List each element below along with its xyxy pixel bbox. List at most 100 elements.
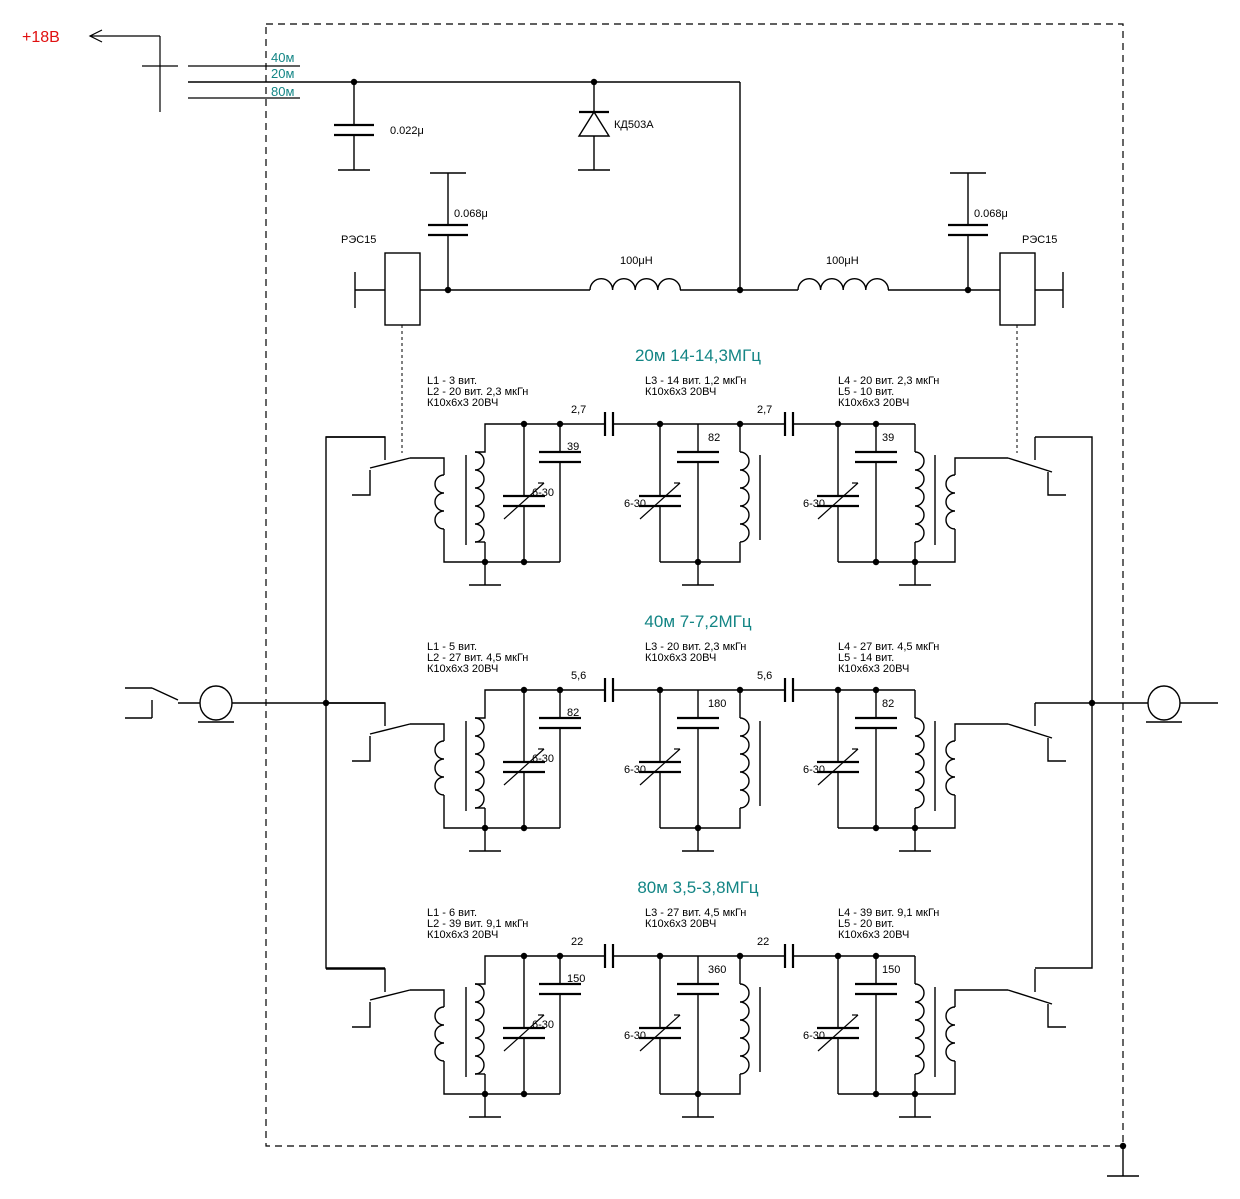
resonator-top [475,955,605,985]
winding-note: К10х6х3 20ВЧ [427,929,498,941]
coil-l1-icon [434,1006,445,1062]
switch-contact-icon [1007,457,1053,473]
junction-dot [736,420,744,428]
l5-lead [954,457,975,475]
winding-note: К10х6х3 20ВЧ [838,929,909,941]
output-connector-icon [1147,685,1181,721]
trim-right-arrow-icon [817,748,859,786]
junction-dot [350,78,358,86]
series-cap-left-value: 2,7 [571,404,586,416]
choke-right-value: 100μH [826,255,859,267]
diode-icon [577,110,611,137]
junction-dot [834,686,842,694]
ground-return [915,529,956,563]
junction-dot [556,952,564,960]
ground-return [660,1074,741,1095]
switch-ground-contact [1047,738,1066,762]
switch-common [326,436,386,460]
cap-left-value: 0.068μ [454,208,488,220]
band-title: 20м 14-14,3МГц [635,346,761,365]
switch-ground-contact [1047,472,1066,496]
choke-right-icon [797,278,890,291]
series-cap-left-value: 5,6 [571,670,586,682]
junction-dot [481,824,489,832]
series-cap-right-value: 5,6 [757,670,772,682]
winding-note: L1 - 6 вит. [427,907,477,919]
choke-left-value: 100μH [620,255,653,267]
junction-dot [834,952,842,960]
trim-right-value: 6-30 [803,498,825,510]
junction-dot [1119,1142,1127,1150]
trim-left-arrow-icon [503,1014,545,1052]
cap-mid-value: 180 [708,698,726,710]
relay-right-coil-icon [999,252,1036,326]
junction-dot [872,558,880,566]
junction-dot [322,699,330,707]
junction-dot [520,686,528,694]
trim-mid-value: 6-30 [624,1030,646,1042]
coil-l3-icon [739,983,750,1075]
switch-contact-icon [369,457,411,469]
coil-l2-icon [474,717,485,809]
winding-note: L1 - 3 вит. [427,375,477,387]
junction-dot [520,558,528,566]
l1-lead [438,723,445,741]
series-cap-right-value: 22 [757,936,769,948]
cap-right-value: 82 [882,698,894,710]
junction-dot [872,952,880,960]
junction-dot [736,286,744,294]
junction-dot [520,952,528,960]
ground-return [915,1061,956,1095]
relay-left-label: РЭС15 [341,234,376,246]
winding-note: К10х6х3 20ВЧ [838,397,909,409]
coil-l5-icon [945,474,956,530]
trim-right-value: 6-30 [803,1030,825,1042]
trim-right-arrow-icon [817,1014,859,1052]
ground-return [443,529,560,563]
junction-dot [656,420,664,428]
module-boundary [265,23,1124,1147]
switch-contact-icon [369,723,411,735]
coil-l4-icon [914,717,925,809]
resonator-top [475,423,605,453]
tap-label-20: 20м [271,66,294,81]
switch-ground-contact [352,1002,371,1028]
switch-ground-contact [352,470,371,496]
winding-note: L4 - 20 вит. 2,3 мкГн [838,375,939,387]
l1-lead [438,989,445,1007]
ground-return [443,1061,560,1095]
junction-dot [911,824,919,832]
cap-mid-value: 82 [708,432,720,444]
cap-right-value: 150 [882,964,900,976]
cap-left-value: 82 [567,707,579,719]
tap-label-80: 80м [271,84,294,99]
supply-connector: +18В 40м 20м 80м [22,29,740,112]
cap-left-value: 39 [567,441,579,453]
junction-dot [556,686,564,694]
junction-dot [694,558,702,566]
winding-note: L3 - 27 вит. 4,5 мкГн [645,907,746,919]
cap-left-value: 150 [567,973,585,985]
switch-ground-contact [1047,1004,1066,1028]
supply-arrow-icon [88,29,103,43]
junction-dots [322,78,1127,1150]
band-title: 80м 3,5-3,8МГц [637,878,759,897]
winding-note: L3 - 14 вит. 1,2 мкГн [645,375,746,387]
junction-dot [1088,699,1096,707]
resonator-top [475,689,605,719]
trim-left-arrow-icon [503,482,545,520]
supply-label: +18В [22,29,60,46]
coil-l2-icon [474,451,485,543]
winding-note: К10х6х3 20ВЧ [427,397,498,409]
ground-return [660,542,741,563]
switch-contact-icon [369,989,411,1001]
switch-ground-contact [352,736,371,762]
junction-dot [694,1090,702,1098]
coil-l4-icon [914,983,925,1075]
switch-contact-icon [1007,723,1053,739]
